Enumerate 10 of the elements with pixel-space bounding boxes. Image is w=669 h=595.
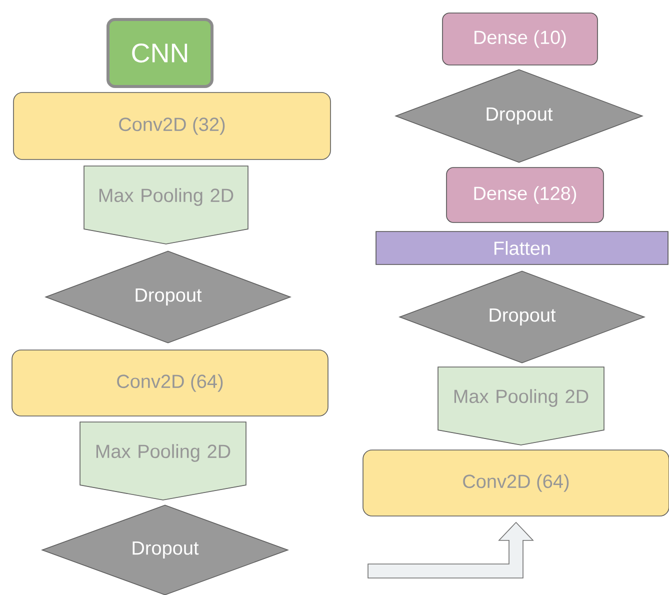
chevron-box: Max Pooling 2D xyxy=(438,366,604,446)
chevron-box: Max Pooling 2D xyxy=(80,422,246,500)
layer-box: Conv2D (32) xyxy=(13,92,331,160)
chevron-box: Max Pooling 2D xyxy=(84,166,248,244)
layer-box: Dense (10) xyxy=(442,12,598,66)
layer-box: Dense (128) xyxy=(446,167,604,223)
layer-box: Conv2D (64) xyxy=(12,350,328,416)
layer-box: Conv2D (64) xyxy=(362,450,669,516)
rounded-box: CNN xyxy=(106,18,214,88)
layer-box: Flatten xyxy=(376,231,668,265)
